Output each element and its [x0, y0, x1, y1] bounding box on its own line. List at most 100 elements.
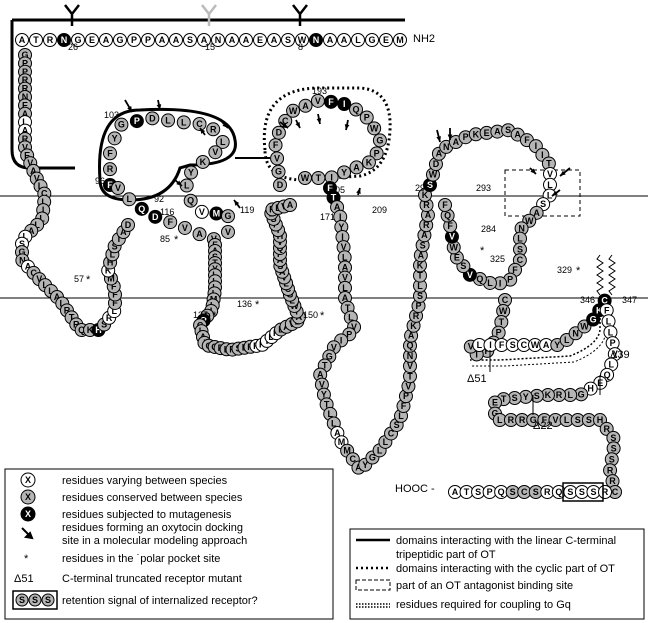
- legend-left-item-0-marker-glyph: X: [25, 475, 31, 485]
- svg-text:I: I: [489, 340, 492, 350]
- svg-text:G: G: [275, 167, 282, 177]
- svg-text:L: L: [564, 415, 570, 425]
- ecl2-residue-20: T: [311, 171, 326, 185]
- ecl2-residue-10: I: [337, 97, 352, 112]
- svg-text:V: V: [36, 274, 42, 284]
- svg-text:F: F: [112, 290, 118, 300]
- svg-text:F: F: [327, 183, 333, 193]
- svg-text:T: T: [345, 303, 351, 313]
- nterm-residue-1: T: [29, 33, 43, 47]
- svg-text:C: C: [41, 189, 48, 199]
- legend-left-item-5-glyph: Δ51: [14, 573, 34, 585]
- svg-text:R: R: [609, 476, 616, 486]
- svg-text:E: E: [257, 35, 263, 45]
- legend-dashed-box-icon: [355, 579, 391, 591]
- ecl1-residue-1: R: [103, 162, 117, 177]
- svg-text:K: K: [417, 260, 424, 270]
- nterm-residue-26: E: [379, 33, 393, 47]
- svg-text:N: N: [407, 351, 414, 361]
- svg-text:G: G: [368, 35, 375, 45]
- ecl2-residue-16: K: [361, 155, 376, 170]
- svg-text:V: V: [274, 153, 280, 163]
- svg-text:L: L: [48, 286, 54, 296]
- svg-text:D: D: [276, 128, 283, 138]
- palmitoyl-chain-1-icon: [596, 254, 604, 296]
- svg-text:G: G: [74, 35, 81, 45]
- nterm-residue-22: A: [323, 33, 337, 47]
- svg-text:G: G: [578, 389, 585, 399]
- residue-number-293: 293: [476, 183, 491, 193]
- svg-text:K: K: [545, 390, 552, 400]
- svg-text:A: A: [173, 35, 180, 45]
- legend-left-item-6-bead-text-2: S: [45, 595, 51, 605]
- ecl2-residue-7: A: [298, 98, 313, 113]
- svg-text:T: T: [316, 173, 322, 183]
- svg-text:T: T: [417, 271, 423, 281]
- svg-text:A: A: [30, 166, 37, 176]
- svg-text:W: W: [289, 106, 298, 116]
- svg-text:G: G: [118, 120, 125, 130]
- residue-number-137: 137: [193, 310, 208, 320]
- nterm-residue-6: A: [99, 33, 113, 47]
- svg-text:C: C: [612, 487, 619, 497]
- svg-text:V: V: [341, 242, 347, 252]
- svg-text:L: L: [342, 283, 348, 293]
- svg-text:A: A: [436, 149, 443, 159]
- svg-text:F: F: [512, 265, 518, 275]
- ecl1-residue-15: L: [179, 178, 194, 193]
- svg-text:L: L: [383, 437, 389, 447]
- nterm-residue-12: S: [183, 33, 197, 47]
- residue-number-136: 136: [237, 299, 252, 309]
- svg-text:L: L: [547, 191, 553, 201]
- legend-left-item-0-text: residues varying between species: [62, 475, 228, 487]
- residue-number-295: 295: [415, 183, 430, 193]
- svg-text:C: C: [517, 255, 524, 265]
- svg-text:R: R: [210, 124, 217, 134]
- svg-text:I: I: [341, 232, 344, 242]
- docking-arrowhead-icon-9: [176, 180, 182, 186]
- ecl2-cyclic-dotted-line: [262, 86, 392, 182]
- truncation-delta-39: Δ39: [610, 349, 630, 361]
- svg-text:V: V: [315, 96, 321, 106]
- ecl1-residue-10: R: [206, 122, 221, 137]
- svg-text:L: L: [398, 411, 404, 421]
- svg-text:V: V: [468, 342, 474, 352]
- ecl1-residue-24: F: [163, 215, 178, 230]
- svg-text:F: F: [167, 217, 173, 227]
- nterm-residue-20: W: [295, 33, 309, 47]
- svg-text:S: S: [586, 415, 592, 425]
- svg-text:V: V: [182, 223, 188, 233]
- legend-left-item-4-text: residues in the ˙polar pocket site: [62, 553, 220, 565]
- svg-text:P: P: [463, 132, 469, 142]
- svg-text:F: F: [542, 415, 548, 425]
- residue-number-96: 96: [95, 176, 105, 186]
- ecl2-residue-18: Y: [337, 165, 352, 180]
- ecl3-residue-24: S: [513, 242, 527, 257]
- residue-number-8: 8: [298, 42, 303, 52]
- svg-text:V: V: [225, 227, 231, 237]
- svg-text:L: L: [181, 117, 187, 127]
- svg-text:N: N: [518, 223, 525, 233]
- svg-text:T: T: [407, 371, 413, 381]
- svg-text:S: S: [512, 393, 518, 403]
- ecl1-residue-6: D: [145, 111, 160, 126]
- ctail-residue-3: P: [482, 485, 497, 499]
- svg-text:D: D: [125, 220, 132, 230]
- svg-text:A: A: [342, 293, 349, 303]
- svg-text:F: F: [524, 135, 530, 145]
- ecl3-residue-34: W: [446, 240, 461, 255]
- ecl1-residue-28: V: [111, 181, 125, 195]
- svg-text:I: I: [118, 234, 121, 244]
- svg-text:P: P: [22, 58, 28, 68]
- residue-number-171: 171: [320, 212, 335, 222]
- ecl2-residue-3: F: [268, 138, 283, 153]
- svg-text:T: T: [464, 487, 470, 497]
- svg-text:C: C: [196, 119, 203, 129]
- svg-text:P: P: [131, 35, 137, 45]
- svg-text:T: T: [33, 35, 39, 45]
- svg-text:R: R: [607, 465, 614, 475]
- svg-text:M: M: [338, 437, 346, 447]
- svg-text:M: M: [107, 273, 115, 283]
- svg-text:L: L: [220, 137, 226, 147]
- svg-text:W: W: [531, 340, 540, 350]
